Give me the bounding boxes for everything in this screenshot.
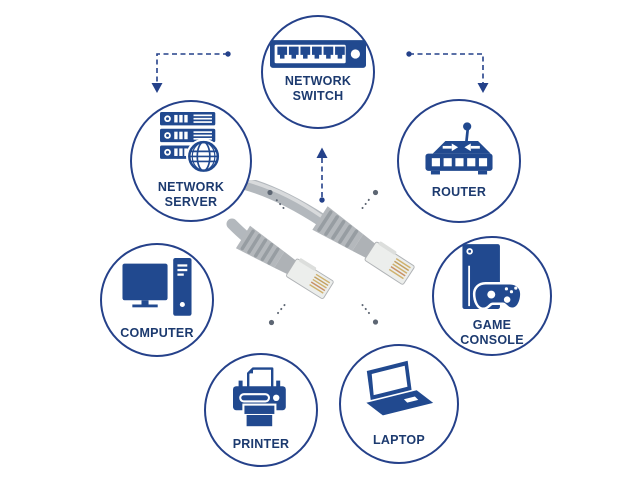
network-server-icon xyxy=(160,111,222,174)
node-label: LAPTOP xyxy=(373,433,425,448)
node-router: ROUTER xyxy=(397,99,521,223)
node-label: COMPUTER xyxy=(120,326,194,341)
dotted-ray-lower-left xyxy=(268,304,286,326)
node-network-switch: NETWORK SWITCH xyxy=(261,15,375,129)
computer-icon xyxy=(122,258,192,320)
dotted-ray-lower-right xyxy=(361,304,379,325)
network-switch-icon xyxy=(270,39,366,68)
node-laptop: LAPTOP xyxy=(339,344,459,464)
laptop-icon xyxy=(355,359,443,427)
dotted-ray-upper-right xyxy=(361,189,379,209)
rj45-plug-right xyxy=(312,206,415,285)
dotted-ray-upper-left xyxy=(267,189,285,209)
node-game-console: GAME CONSOLE xyxy=(432,236,552,356)
dashed-elbow-arrow-to-router xyxy=(406,51,489,93)
dashed-arrow-to-switch xyxy=(316,147,328,203)
ethernet-cable-image xyxy=(226,180,415,299)
game-console-icon xyxy=(461,243,523,312)
dashed-elbow-arrow-to-server xyxy=(151,51,231,93)
node-label: NETWORK SERVER xyxy=(157,179,225,209)
node-label: ROUTER xyxy=(431,185,487,200)
node-printer: PRINTER xyxy=(204,353,318,467)
node-computer: COMPUTER xyxy=(100,243,214,357)
printer-icon xyxy=(233,367,289,431)
node-label: GAME CONSOLE xyxy=(460,317,524,347)
node-network-server: NETWORK SERVER xyxy=(130,100,252,222)
rj45-plug-left xyxy=(235,225,334,299)
node-label: NETWORK SWITCH xyxy=(284,73,352,103)
node-label: PRINTER xyxy=(232,437,290,452)
router-icon xyxy=(420,121,498,179)
